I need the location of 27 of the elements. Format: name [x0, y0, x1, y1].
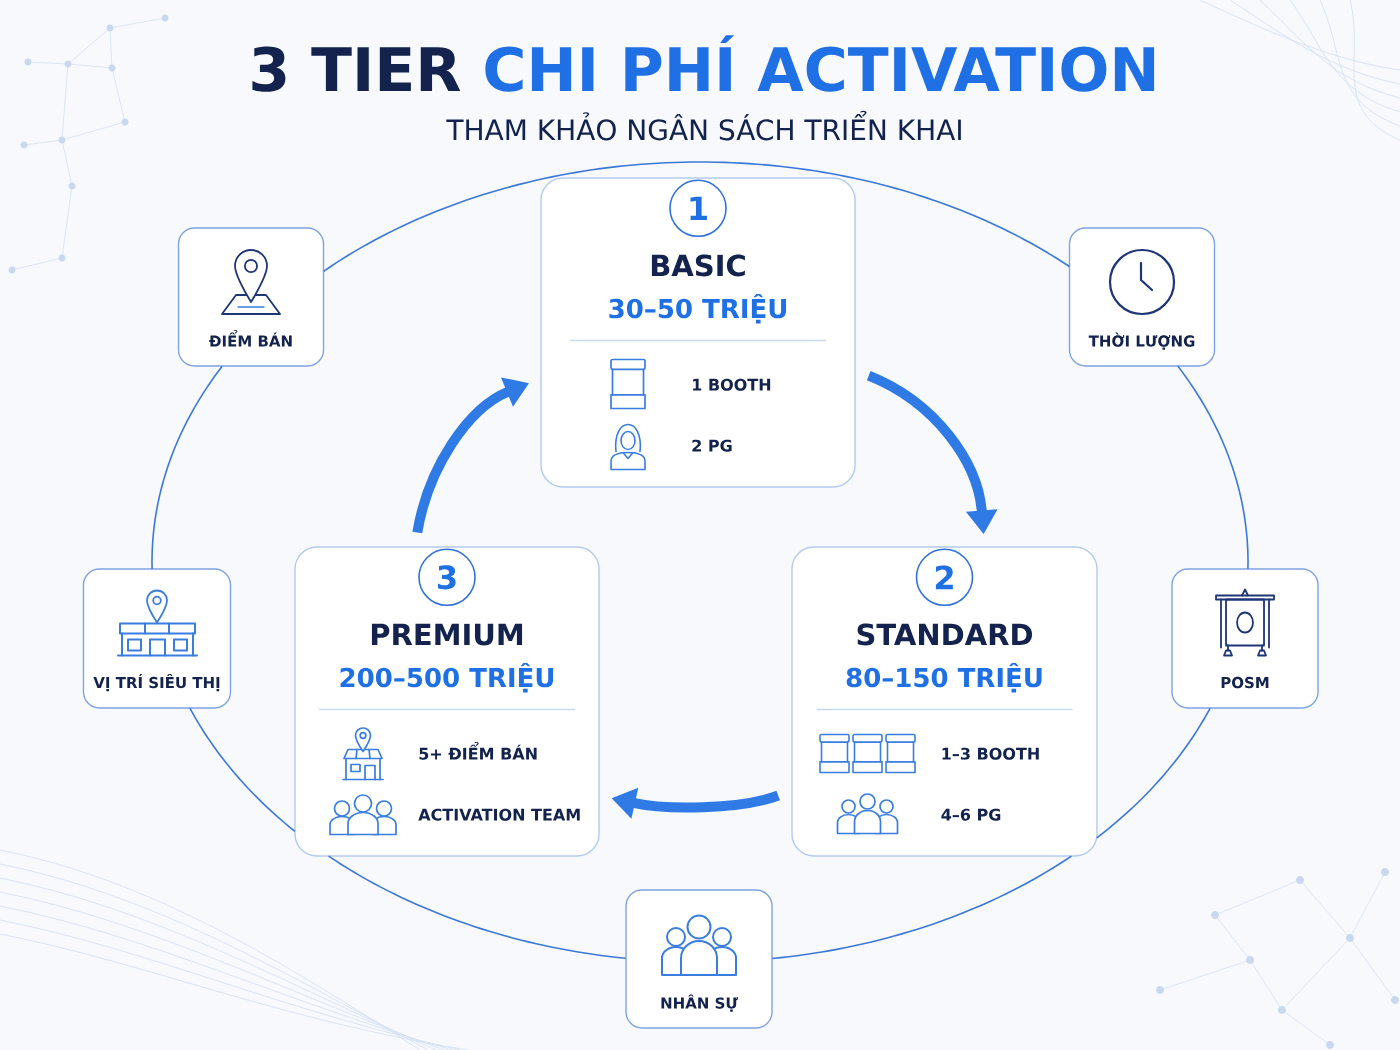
tier-name: BASIC	[651, 254, 745, 277]
feature-label: ACTIVATION TEAM	[418, 808, 580, 821]
feature-label: 4–6 PG	[941, 808, 1001, 821]
price-range: 30–50 TRIỆU	[609, 293, 786, 324]
number-badge: 2	[915, 548, 974, 607]
page-title: 3 TIER CHI PHÍ ACTIVATION	[252, 35, 1155, 92]
subtitle: THAM KHẢO NGÂN SÁCH TRIỂN KHAI	[446, 110, 961, 141]
number-badge: 3	[418, 548, 476, 607]
number-badge: 1	[669, 179, 727, 238]
ring-line	[322, 161, 1071, 273]
ring-line	[1095, 707, 1211, 839]
category-box: THỜI LƯỢNG	[1068, 227, 1216, 367]
feature-label: 1–3 BOOTH	[942, 747, 1039, 760]
price-range: 200–500 TRIỆU	[340, 662, 554, 693]
price-range: 80–150 TRIỆU	[846, 662, 1042, 693]
feature-label: 1 BOOTH	[693, 378, 771, 391]
ring-line	[327, 855, 627, 960]
ring-line	[151, 365, 223, 570]
category-box: VỊ TRÍ SIÊU THỊ	[82, 568, 232, 709]
tier-name: PREMIUM	[371, 623, 523, 646]
feature-label: 2 PG	[692, 439, 732, 452]
ring-line	[189, 707, 296, 833]
tier-name: STANDARD	[857, 623, 1033, 646]
ring-line	[1177, 365, 1249, 570]
category-box: POSM	[1171, 568, 1319, 709]
feature-label: 5+ ĐIỂM BÁN	[419, 742, 537, 760]
ring-line	[771, 855, 1073, 960]
